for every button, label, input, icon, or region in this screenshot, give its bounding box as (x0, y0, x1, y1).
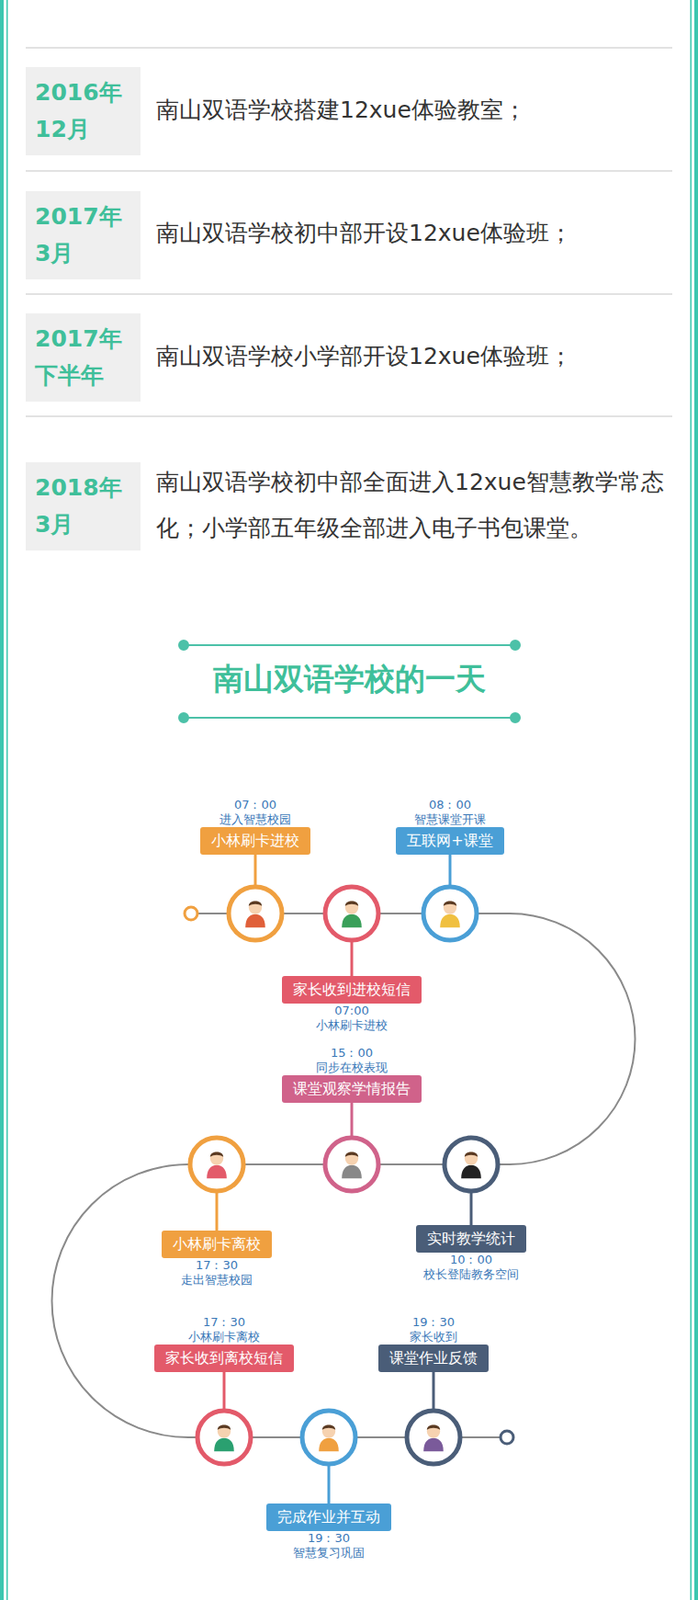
date-cell: 2018年 3月 (25, 461, 141, 551)
time-note: 同步在校表现 (315, 1059, 388, 1075)
flow-step: 07：00进入智慧校园小林刷卡进校 (200, 797, 311, 855)
flow-step: 19：30家长收到课堂作业反馈 (378, 1314, 489, 1372)
time-note: 19：30 (412, 1314, 455, 1329)
timeline-description: 南山双语学校搭建12xue体验教室； (156, 87, 671, 134)
step-box: 实时教学统计 (416, 1224, 527, 1252)
date-text: 2018年 3月 (34, 469, 132, 543)
date-text: 2016年 12月 (34, 74, 132, 148)
flow-step: 完成作业并互动19：30智慧复习巩固 (266, 1502, 392, 1560)
flow-step: 家长收到进校短信07:00小林刷卡进校 (281, 975, 422, 1033)
step-box: 课堂观察学情报告 (281, 1074, 422, 1103)
flow-step: 小林刷卡离校17：30走出智慧校园 (161, 1229, 272, 1287)
flow-step: 17：30小林刷卡离校家长收到离校短信 (154, 1314, 294, 1372)
flow-step: 15：00同步在校表现课堂观察学情报告 (281, 1045, 422, 1103)
step-box: 小林刷卡进校 (200, 826, 311, 855)
date-cell: 2016年 12月 (25, 67, 141, 156)
time-note: 07：00 (234, 797, 277, 812)
time-note: 19：30 (307, 1530, 350, 1545)
flow-step: 08：00智慧课堂开课互联网+课堂 (395, 797, 504, 855)
time-note: 17：30 (195, 1257, 238, 1273)
timeline-description: 南山双语学校初中部全面进入12xue智慧教学常态化；小学部五年级全部进入电子书包… (156, 459, 671, 552)
date-text: 2017年 3月 (34, 198, 132, 272)
time-note: 08：00 (428, 797, 472, 812)
time-note: 15：00 (330, 1045, 373, 1060)
date-cell: 2017年 3月 (25, 191, 141, 280)
time-note: 走出智慧校园 (180, 1272, 253, 1287)
timeline-description: 南山双语学校小学部开设12xue体验班； (156, 333, 671, 380)
time-note: 10：00 (450, 1251, 493, 1267)
time-note: 家长收到 (409, 1328, 458, 1344)
time-note: 小林刷卡离校 (188, 1328, 260, 1344)
time-note: 17：30 (202, 1314, 246, 1329)
timeline-description: 南山双语学校初中部开设12xue体验班； (156, 210, 671, 257)
time-note: 智慧复习巩固 (292, 1544, 365, 1560)
step-box: 小林刷卡离校 (161, 1229, 272, 1258)
time-note: 小林刷卡进校 (315, 1017, 388, 1033)
date-text: 2017年 下半年 (34, 320, 132, 395)
step-box: 互联网+课堂 (395, 826, 504, 855)
step-box: 家长收到离校短信 (154, 1343, 294, 1372)
flow-step: 实时教学统计10：00校长登陆教务空间 (416, 1224, 527, 1282)
time-note: 07:00 (334, 1002, 369, 1018)
step-box: 课堂作业反馈 (378, 1343, 489, 1372)
time-note: 智慧课堂开课 (414, 811, 486, 827)
time-note: 进入智慧校园 (219, 811, 292, 827)
diagram-title: 南山双语学校的一天 (0, 660, 698, 698)
step-box: 家长收到进校短信 (281, 975, 422, 1003)
step-box: 完成作业并互动 (266, 1502, 392, 1531)
date-cell: 2017年 下半年 (25, 313, 141, 402)
time-note: 校长登陆教务空间 (423, 1266, 519, 1282)
